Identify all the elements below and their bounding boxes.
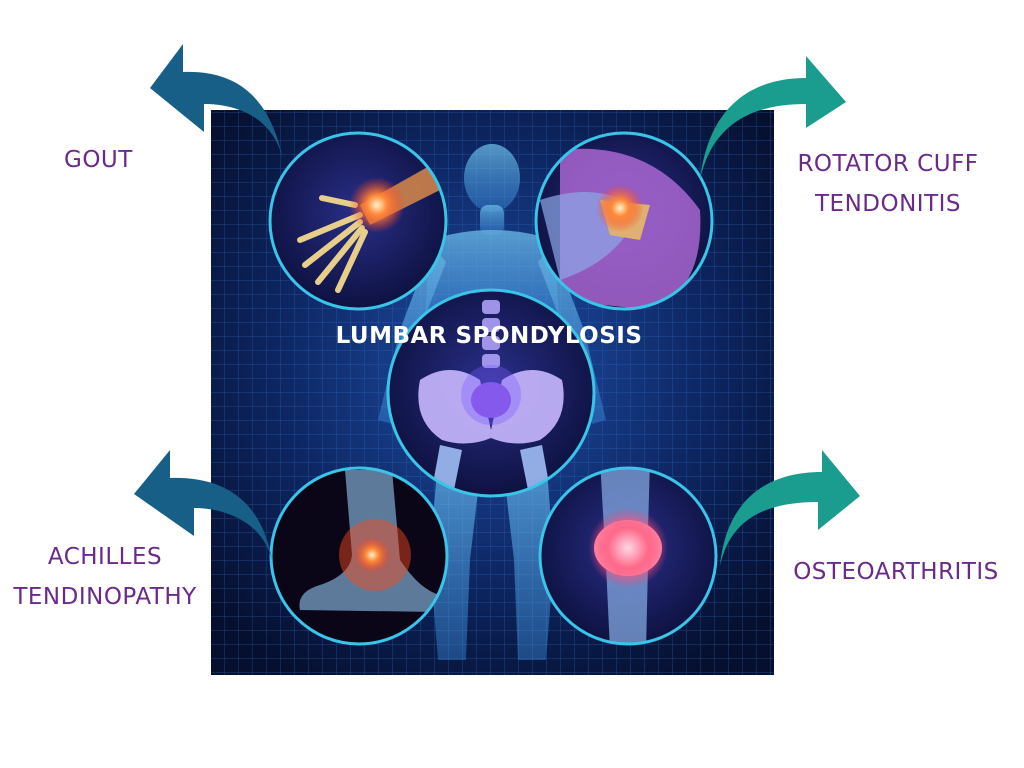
rotator-shoulder-icon <box>534 131 714 311</box>
achilles-ankle-foot-icon <box>269 466 449 646</box>
center-condition-label: LUMBAR SPONDYLOSIS <box>336 323 643 349</box>
curved-arrow-icon-achilles <box>134 450 272 560</box>
gout-hand-wrist-icon <box>268 131 448 311</box>
osteoarthritis-knee-icon <box>538 466 718 646</box>
rotator-cuff-tendonitis-label: ROTATOR CUFF TENDONITIS <box>772 144 1004 224</box>
osteo-label-text: OSTEOARTHRITIS <box>793 559 999 585</box>
lumbar-pelvis-spine-icon: LUMBAR SPONDYLOSIS <box>336 288 643 498</box>
gout-label-text: GOUT <box>64 147 133 173</box>
curved-arrow-icon-gout <box>150 44 284 165</box>
achilles-label-line2: TENDINOPATHY <box>13 584 197 610</box>
osteoarthritis-label: OSTEOARTHRITIS <box>776 552 1016 592</box>
rotator-label-line2: TENDONITIS <box>814 191 962 217</box>
curved-arrow-icon-osteo <box>720 450 860 566</box>
achilles-label-line1: ACHILLES <box>47 544 163 570</box>
gout-label: GOUT <box>64 140 144 180</box>
achilles-tendinopathy-label: ACHILLES TENDINOPATHY <box>0 537 210 617</box>
rotator-label-line1: ROTATOR CUFF <box>797 151 979 177</box>
curved-arrow-icon-rotator <box>700 56 846 180</box>
